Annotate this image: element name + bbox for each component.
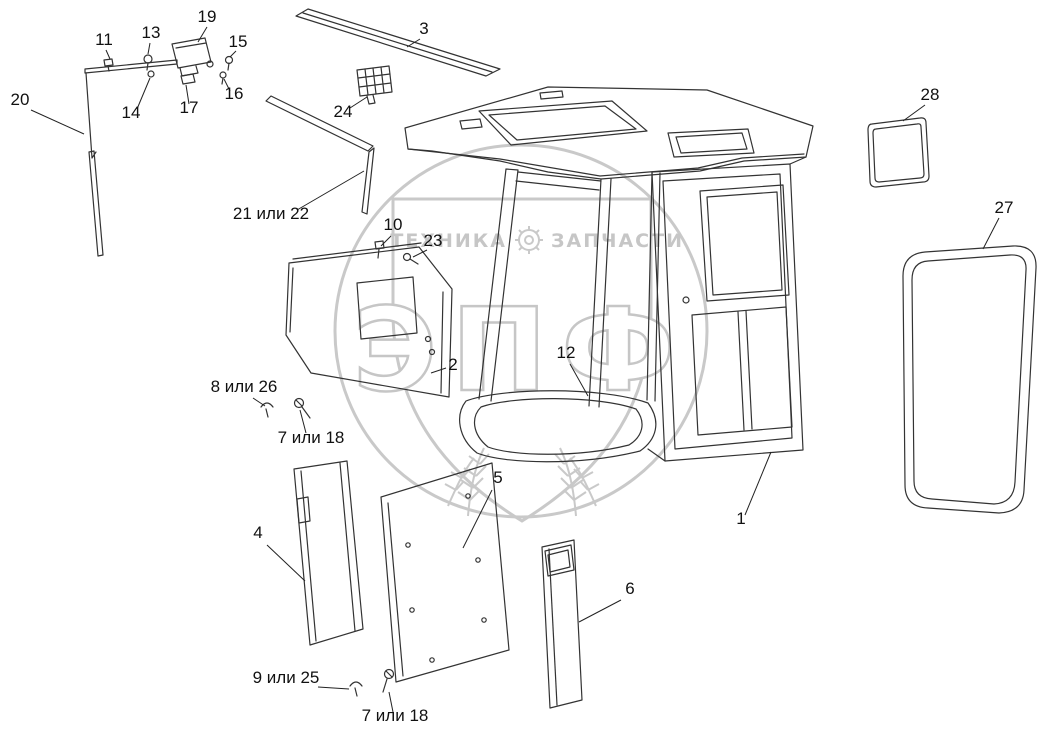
leader-line-3 [406,38,421,48]
part-label-1: 1 [736,509,745,528]
part-label-27: 27 [995,198,1014,217]
part-label-19: 19 [198,7,217,26]
leader-line-12 [569,363,589,397]
wiper-assembly-drawing [84,37,234,257]
part-label-10: 10 [384,215,403,234]
leader-line-1 [744,451,772,516]
leader-line-11 [105,49,111,60]
watermark-banner-right: ЗАПЧАСТИ [551,230,684,252]
part-label-13: 13 [142,23,161,42]
leader-line-14 [136,77,151,110]
panel-screws-drawing [260,397,311,419]
wheat-ear-icon [554,447,600,517]
leader-line-7-или-18 [388,691,394,713]
window-trim-strips-drawing [265,95,375,215]
leader-line-24 [349,96,368,109]
leader-line-17 [185,84,190,105]
leader-line-15 [229,50,237,58]
bottom-fasteners-drawing [349,668,395,697]
leader-line-7-или-18 [299,409,307,434]
pillar-panel-drawing [541,539,583,709]
part-label-9-или-25: 9 или 25 [253,668,320,687]
leader-line-9-или-25 [317,686,350,690]
part-label-4: 4 [253,523,262,542]
part-label-7-или-18: 7 или 18 [278,428,345,447]
part-label-20: 20 [11,90,30,109]
roof-visor-drawing [295,8,501,77]
part-label-12: 12 [557,343,576,362]
part-label-17: 17 [180,98,199,117]
leader-line-23 [412,249,428,258]
part-label-28: 28 [921,85,940,104]
cab-frame-drawing [404,86,814,463]
leader-line-5 [462,489,493,549]
panel-bolts-drawing [374,240,419,265]
part-label-5: 5 [493,468,502,487]
door-trim-panel-drawing [293,460,364,646]
leader-line-19 [197,26,208,43]
leader-line-21-или-22 [296,170,365,211]
large-seal-drawing [902,245,1037,514]
part-label-24: 24 [334,102,353,121]
part-label-15: 15 [229,32,248,51]
gear-icon [515,226,543,254]
leader-line-4 [266,544,306,582]
part-label-3: 3 [419,19,428,38]
grille-block-drawing [356,65,393,105]
watermark-brand: ЭПФ [353,284,690,418]
front-panel-drawing [285,242,453,398]
leader-line-13 [147,42,151,55]
leader-line-6 [578,599,622,623]
wheat-ear-icon [444,447,490,517]
leader-lines [30,26,1000,713]
part-label-23: 23 [424,231,443,250]
part-label-14: 14 [122,103,141,122]
leader-line-16 [223,78,231,92]
leader-line-27 [982,217,1000,250]
part-label-7-или-18: 7 или 18 [362,706,429,725]
watermark-circle-icon [333,143,709,519]
leader-line-8-или-26 [252,397,266,407]
floor-panel-drawing [380,462,510,683]
leader-line-28 [902,104,926,122]
part-label-8-или-26: 8 или 26 [211,377,278,396]
leader-line-2 [430,367,447,374]
part-label-21-или-22: 21 или 22 [233,204,309,223]
part-label-16: 16 [225,84,244,103]
part-label-2: 2 [448,355,457,374]
small-seal-drawing [867,117,930,188]
leader-line-10 [380,235,392,247]
leader-line-20 [30,109,85,135]
part-label-6: 6 [625,579,634,598]
part-label-11: 11 [95,30,113,49]
